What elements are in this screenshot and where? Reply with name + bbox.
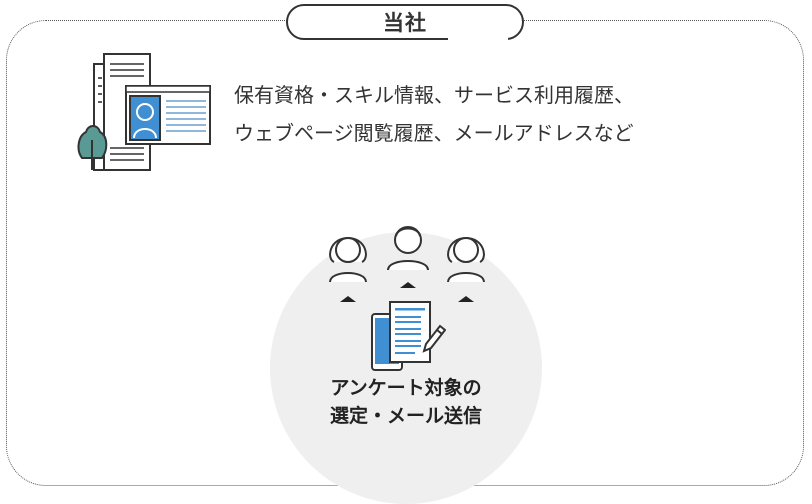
company-info-line-2: ウェブページ閲覧履歴、メールアドレスなど [234,121,634,145]
person-icon [447,236,485,283]
company-info-line-1: 保有資格・スキル情報、サービス利用履歴、 [234,83,634,107]
survey-icon [371,301,446,371]
document-icon [389,301,431,363]
action-caption-line-1: アンケート対象の [330,377,482,399]
building-icon [77,53,211,171]
person-icon [387,226,429,271]
action-caption-line-2: 選定・メール送信 [329,405,482,427]
company-info-text: 保有資格・スキル情報、サービス利用履歴、 ウェブページ閲覧履歴、メールアドレスな… [234,76,634,152]
person-icon [329,236,367,283]
action-circle [270,232,542,504]
title-tab-gap [448,34,508,42]
pen-icon [422,324,446,353]
tree-icon [77,125,108,170]
people-group [329,226,485,302]
action-caption: アンケート対象の 選定・メール送信 [286,374,526,430]
id-card-icon [125,85,211,145]
section-title: 当社 [383,11,427,35]
